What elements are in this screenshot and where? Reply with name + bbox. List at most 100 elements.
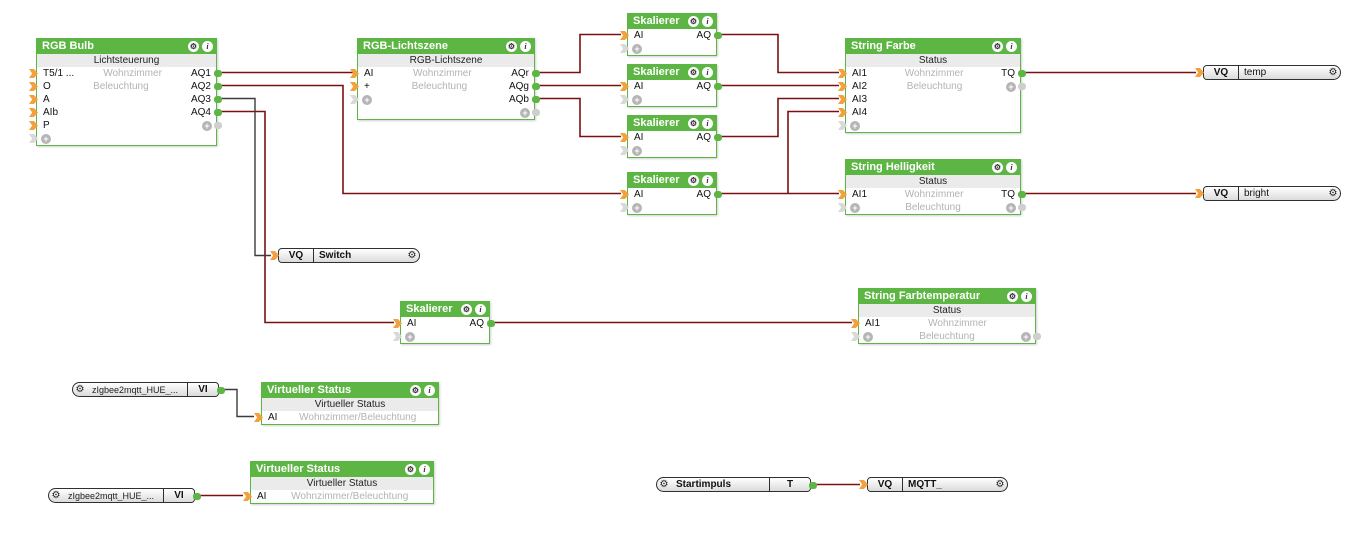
function-block-string-farbe[interactable]: String Farbe ⚙ i Status AI1 Wohnzimmer T… xyxy=(838,38,1026,133)
input-arrow[interactable] xyxy=(620,133,629,142)
gear-icon[interactable]: ⚙ xyxy=(688,118,699,129)
input-arrow[interactable] xyxy=(838,121,847,130)
output-nub[interactable] xyxy=(532,83,540,90)
function-block-skalierer-5[interactable]: Skalierer ⚙ i AI AQ + xyxy=(393,301,495,344)
output-nub[interactable] xyxy=(809,482,817,489)
input-arrow[interactable] xyxy=(350,69,359,78)
output-nub[interactable] xyxy=(1018,204,1026,211)
output-nub[interactable] xyxy=(214,122,222,129)
gear-icon[interactable]: ⚙ xyxy=(659,479,669,490)
add-output-icon[interactable]: + xyxy=(1006,81,1016,92)
output-nub[interactable] xyxy=(1033,333,1041,340)
output-nub[interactable] xyxy=(1018,191,1026,198)
input-arrow[interactable] xyxy=(620,190,629,199)
function-block-skalierer-4[interactable]: Skalierer ⚙ i AI AQ + xyxy=(620,172,722,215)
input-arrow[interactable] xyxy=(838,108,847,117)
output-nub[interactable] xyxy=(214,83,222,90)
gear-icon[interactable]: ⚙ xyxy=(51,490,61,501)
gear-icon[interactable]: ⚙ xyxy=(1007,291,1018,302)
gear-icon[interactable]: ⚙ xyxy=(688,175,699,186)
gear-icon[interactable]: ⚙ xyxy=(506,41,517,52)
output-nub[interactable] xyxy=(714,32,722,39)
function-block-virtueller-status-1[interactable]: Virtueller Status ⚙ i Virtueller Status … xyxy=(254,382,439,425)
input-arrow[interactable] xyxy=(838,95,847,104)
input-arrow[interactable] xyxy=(393,332,402,341)
input-arrow[interactable] xyxy=(29,121,38,130)
input-arrow[interactable] xyxy=(243,492,252,501)
info-icon[interactable]: i xyxy=(702,175,713,186)
input-arrow[interactable] xyxy=(851,332,860,341)
input-arrow[interactable] xyxy=(620,82,629,91)
function-block-virtueller-status-2[interactable]: Virtueller Status ⚙ i Virtueller Status … xyxy=(243,461,434,504)
input-arrow[interactable] xyxy=(350,82,359,91)
output-nub[interactable] xyxy=(214,96,222,103)
gear-icon[interactable]: ⚙ xyxy=(995,479,1005,490)
add-output-icon[interactable]: + xyxy=(1006,202,1016,213)
gear-icon[interactable]: ⚙ xyxy=(407,250,417,261)
virtual-output-mqtt[interactable]: VQ MQTT_ ⚙ xyxy=(859,477,1008,492)
output-nub[interactable] xyxy=(714,83,722,90)
input-arrow[interactable] xyxy=(620,146,629,155)
function-block-rgb-lichtszene[interactable]: RGB-Lichtszene ⚙ i RGB-Lichtszene AI Woh… xyxy=(350,38,540,120)
input-arrow[interactable] xyxy=(620,203,629,212)
output-nub[interactable] xyxy=(214,109,222,116)
output-nub[interactable] xyxy=(714,191,722,198)
info-icon[interactable]: i xyxy=(1006,41,1017,52)
virtual-output-bright[interactable]: VQ bright ⚙ xyxy=(1195,186,1341,201)
gear-icon[interactable]: ⚙ xyxy=(1328,188,1338,199)
add-input-icon[interactable]: + xyxy=(850,202,860,213)
add-input-icon[interactable]: + xyxy=(405,331,415,342)
virtual-input-zigbee-2[interactable]: ⚙ zIgbee2mqtt_HUE_... VI xyxy=(48,488,201,503)
add-input-icon[interactable]: + xyxy=(632,145,642,156)
function-block-skalierer-2[interactable]: Skalierer ⚙ i AI AQ + xyxy=(620,64,722,107)
info-icon[interactable]: i xyxy=(475,304,486,315)
virtual-output-switch[interactable]: VQ Switch ⚙ xyxy=(270,248,420,263)
input-arrow[interactable] xyxy=(838,203,847,212)
input-arrow[interactable] xyxy=(29,82,38,91)
add-input-icon[interactable]: + xyxy=(863,331,873,342)
function-block-string-helligkeit[interactable]: String Helligkeit ⚙ i Status AI1 Wohnzim… xyxy=(838,159,1026,215)
output-nub[interactable] xyxy=(487,320,495,327)
output-nub[interactable] xyxy=(214,70,222,77)
input-arrow[interactable] xyxy=(838,69,847,78)
output-nub[interactable] xyxy=(532,96,540,103)
info-icon[interactable]: i xyxy=(1006,162,1017,173)
input-arrow[interactable] xyxy=(1195,189,1204,198)
gear-icon[interactable]: ⚙ xyxy=(461,304,472,315)
input-arrow[interactable] xyxy=(29,95,38,104)
gear-icon[interactable]: ⚙ xyxy=(405,464,416,475)
info-icon[interactable]: i xyxy=(202,41,213,52)
output-nub[interactable] xyxy=(217,387,225,394)
add-output-icon[interactable]: + xyxy=(520,107,530,118)
input-arrow[interactable] xyxy=(620,31,629,40)
info-icon[interactable]: i xyxy=(424,385,435,396)
function-block-skalierer-1[interactable]: Skalierer ⚙ i AI AQ + xyxy=(620,13,722,56)
function-block-skalierer-3[interactable]: Skalierer ⚙ i AI AQ + xyxy=(620,115,722,158)
gear-icon[interactable]: ⚙ xyxy=(75,384,85,395)
virtual-input-zigbee-1[interactable]: ⚙ zIgbee2mqtt_HUE_... VI xyxy=(72,382,225,397)
info-icon[interactable]: i xyxy=(419,464,430,475)
add-input-icon[interactable]: + xyxy=(41,133,51,144)
gear-icon[interactable]: ⚙ xyxy=(410,385,421,396)
virtual-output-temp[interactable]: VQ temp ⚙ xyxy=(1195,65,1341,80)
input-arrow[interactable] xyxy=(29,108,38,117)
gear-icon[interactable]: ⚙ xyxy=(992,41,1003,52)
add-input-icon[interactable]: + xyxy=(850,120,860,131)
output-nub[interactable] xyxy=(714,134,722,141)
input-arrow[interactable] xyxy=(29,69,38,78)
function-block-string-farbtemperatur[interactable]: String Farbtemperatur ⚙ i Status AI1 Woh… xyxy=(851,288,1041,344)
startimpuls-source[interactable]: ⚙ Startimpuls T xyxy=(656,477,817,492)
info-icon[interactable]: i xyxy=(520,41,531,52)
input-arrow[interactable] xyxy=(838,190,847,199)
add-output-icon[interactable]: + xyxy=(202,120,212,131)
output-nub[interactable] xyxy=(532,70,540,77)
input-arrow[interactable] xyxy=(620,95,629,104)
add-input-icon[interactable]: + xyxy=(632,202,642,213)
input-arrow[interactable] xyxy=(350,95,359,104)
input-arrow[interactable] xyxy=(270,251,279,260)
add-input-icon[interactable]: + xyxy=(632,94,642,105)
add-input-icon[interactable]: + xyxy=(362,94,372,105)
input-arrow[interactable] xyxy=(851,319,860,328)
gear-icon[interactable]: ⚙ xyxy=(992,162,1003,173)
input-arrow[interactable] xyxy=(859,480,868,489)
